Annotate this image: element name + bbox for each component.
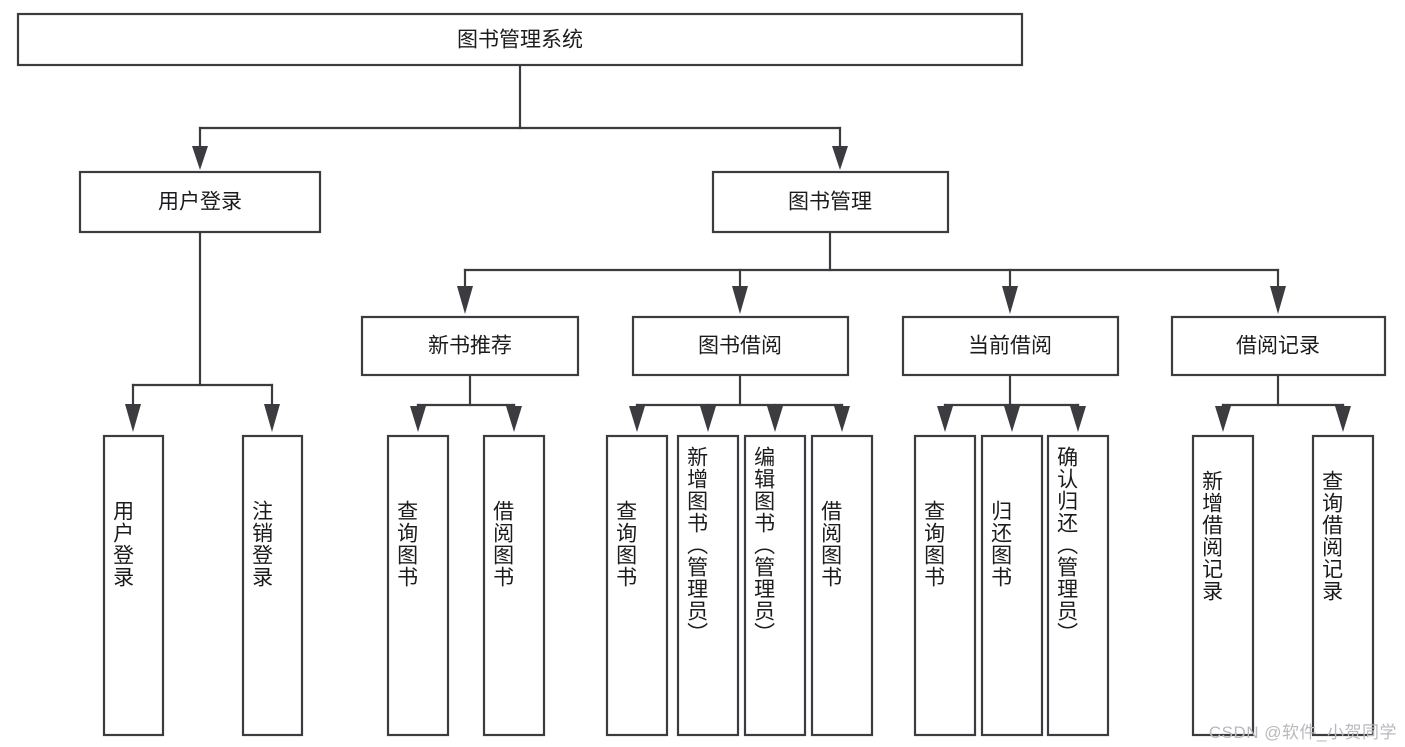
node-user-login[interactable]: 用户登录	[78, 170, 322, 234]
arrow-record-l1	[1215, 406, 1231, 432]
leaf-box-user-login[interactable]	[102, 434, 165, 737]
node-root-box[interactable]	[16, 12, 1024, 67]
csdn-watermark: CSDN @软件_小贺同学	[1208, 723, 1397, 742]
arrow-record-l2	[1335, 406, 1351, 432]
node-new-book-recommend-box[interactable]	[360, 315, 580, 377]
arrow-bookmgmt-to-newbook	[457, 286, 473, 314]
arrow-borrow-l2	[700, 406, 716, 432]
arrow-current-l2	[1004, 406, 1020, 432]
leaf-box-borrow-book-1[interactable]	[482, 434, 546, 737]
arrow-root-to-user-login	[192, 146, 208, 170]
leaf-box-confirm-return[interactable]	[1046, 434, 1110, 737]
node-new-book-recommend-label: 新书推荐	[428, 335, 512, 358]
leaf-box-borrow-book-2[interactable]	[810, 434, 874, 737]
connectors	[125, 63, 1351, 432]
node-current-borrow[interactable]: 当前借阅	[901, 315, 1120, 377]
node-user-login-label: 用户登录	[158, 191, 242, 214]
arrow-borrow-l1	[629, 406, 645, 432]
arrow-borrow-l4	[834, 406, 850, 432]
leaf-box-add-book-admin[interactable]	[676, 434, 740, 737]
arrow-bookmgmt-to-borrow	[732, 286, 748, 314]
leaf-box-edit-book-admin[interactable]	[743, 434, 807, 737]
node-current-borrow-box[interactable]	[901, 315, 1120, 377]
node-borrow-record-label: 借阅记录	[1236, 335, 1320, 358]
arrow-current-l1	[937, 406, 953, 432]
arrow-borrow-l3	[767, 406, 783, 432]
node-root-label: 图书管理系统	[457, 29, 583, 52]
leaf-box-query-record[interactable]	[1311, 434, 1375, 737]
leaf-box-query-book-2[interactable]	[605, 434, 669, 737]
node-book-borrow[interactable]: 图书借阅	[631, 315, 850, 377]
node-book-management-box[interactable]	[711, 170, 950, 234]
leaf-box-query-book-1[interactable]	[386, 434, 450, 737]
leaf-box-logout[interactable]	[241, 434, 304, 737]
leaf-box-add-record[interactable]	[1191, 434, 1255, 737]
node-book-management-label: 图书管理	[788, 191, 872, 214]
node-book-borrow-label: 图书借阅	[698, 335, 782, 358]
node-book-borrow-box[interactable]	[631, 315, 850, 377]
node-borrow-record[interactable]: 借阅记录	[1170, 315, 1387, 377]
leaf-box-return-book[interactable]	[980, 434, 1044, 737]
arrow-current-l3	[1070, 406, 1086, 432]
arrow-newbook-l2	[506, 406, 522, 432]
leaf-boxes	[102, 434, 1375, 737]
node-new-book-recommend[interactable]: 新书推荐	[360, 315, 580, 377]
node-user-login-box[interactable]	[78, 170, 322, 234]
node-book-management[interactable]: 图书管理	[711, 170, 950, 234]
arrow-bookmgmt-to-current	[1002, 286, 1018, 314]
arrow-bookmgmt-to-record	[1270, 286, 1286, 314]
arrow-userlogin-right	[264, 404, 280, 432]
node-current-borrow-label: 当前借阅	[968, 335, 1052, 358]
node-borrow-record-box[interactable]	[1170, 315, 1387, 377]
node-root[interactable]: 图书管理系统	[16, 12, 1024, 67]
arrow-root-to-book-mgmt	[832, 146, 848, 170]
arrow-userlogin-left	[125, 404, 141, 432]
arrow-newbook-l1	[410, 406, 426, 432]
leaf-box-query-book-3[interactable]	[913, 434, 977, 737]
